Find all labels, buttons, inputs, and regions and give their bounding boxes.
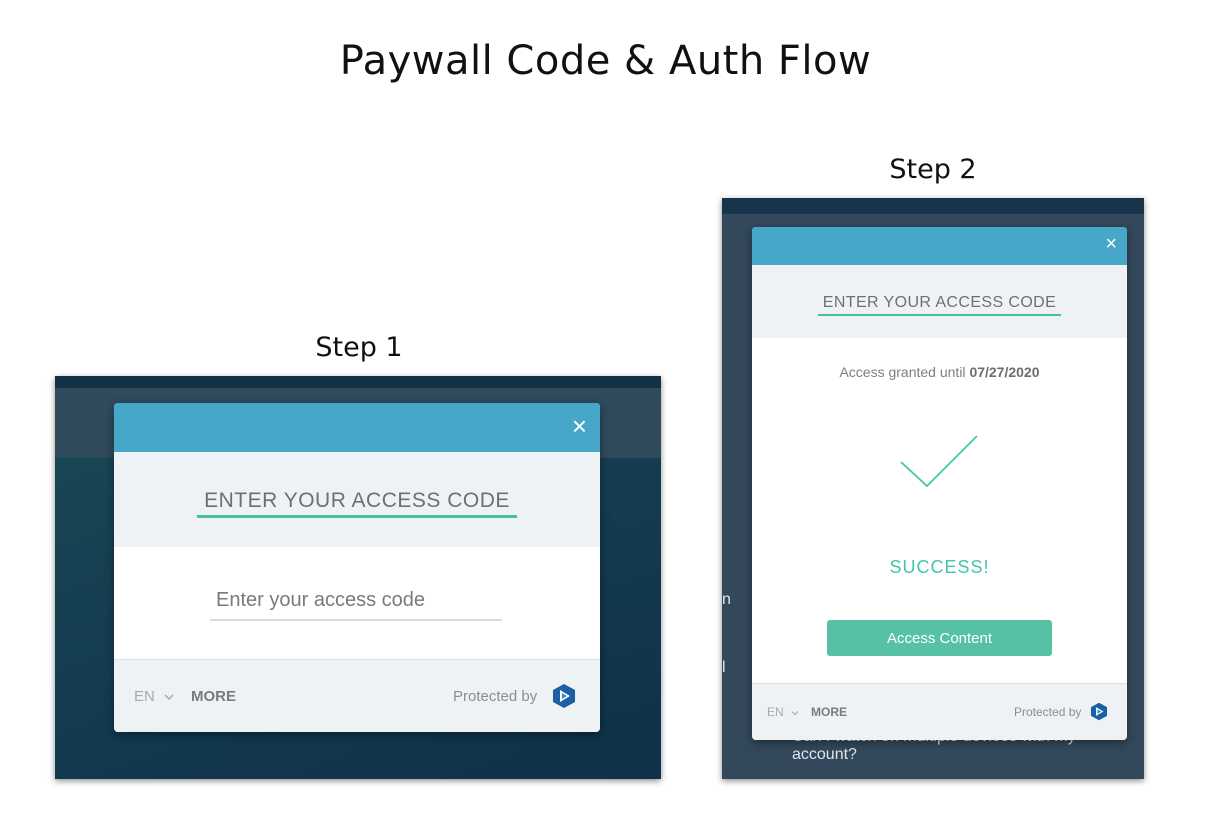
heading-text: ENTER YOUR ACCESS CODE [197,489,517,518]
access-granted-date: 07/27/2020 [969,364,1040,380]
modal-heading: ENTER YOUR ACCESS CODE [752,294,1127,316]
step-2-screenshot: n l Can I watch on multiple devices with… [722,198,1144,779]
access-granted-prefix: Access granted until [839,364,966,380]
chevron-down-icon [791,711,799,716]
language-label: EN [767,705,784,719]
checkmark-icon [900,435,978,488]
access-code-modal: × ENTER YOUR ACCESS CODE EN MORE Protect… [114,403,600,732]
success-message: SUCCESS! [889,557,990,577]
background-topbar [722,198,1144,214]
access-code-input[interactable] [210,581,502,621]
language-label: EN [134,688,155,705]
chevron-down-icon [164,694,174,700]
modal-header: × [114,403,600,452]
protected-by-label: Protected by [1014,705,1082,719]
more-link[interactable]: MORE [811,705,847,719]
step-2-label: Step 2 [889,154,977,185]
shield-play-logo-icon [553,684,575,708]
modal-heading: ENTER YOUR ACCESS CODE [114,489,600,518]
close-icon[interactable]: × [571,411,587,441]
step-1-label: Step 1 [315,332,403,363]
access-granted-modal: × ENTER YOUR ACCESS CODE Access granted … [752,227,1127,740]
protected-by-label: Protected by [453,688,538,705]
modal-footer: EN MORE Protected by [114,659,600,732]
modal-heading-section: ENTER YOUR ACCESS CODE [114,452,600,547]
modal-footer: EN MORE Protected by [752,683,1127,740]
background-text-fragment: l [722,659,726,676]
background-topbar [55,376,661,388]
modal-header: × [752,227,1127,265]
heading-text: ENTER YOUR ACCESS CODE [817,294,1062,316]
step-1-screenshot: × ENTER YOUR ACCESS CODE EN MORE Protect… [55,376,661,779]
access-granted-message: Access granted until 07/27/2020 [752,364,1127,380]
more-link[interactable]: MORE [191,688,236,705]
modal-heading-section: ENTER YOUR ACCESS CODE [752,265,1127,338]
language-selector[interactable]: EN [767,705,799,719]
page-title: Paywall Code & Auth Flow [339,38,872,84]
language-selector[interactable]: EN [134,688,174,705]
background-text-fragment: n [722,591,731,608]
close-icon[interactable]: × [1105,233,1117,255]
access-content-button[interactable]: Access Content [827,620,1052,656]
shield-play-logo-icon [1090,702,1108,721]
